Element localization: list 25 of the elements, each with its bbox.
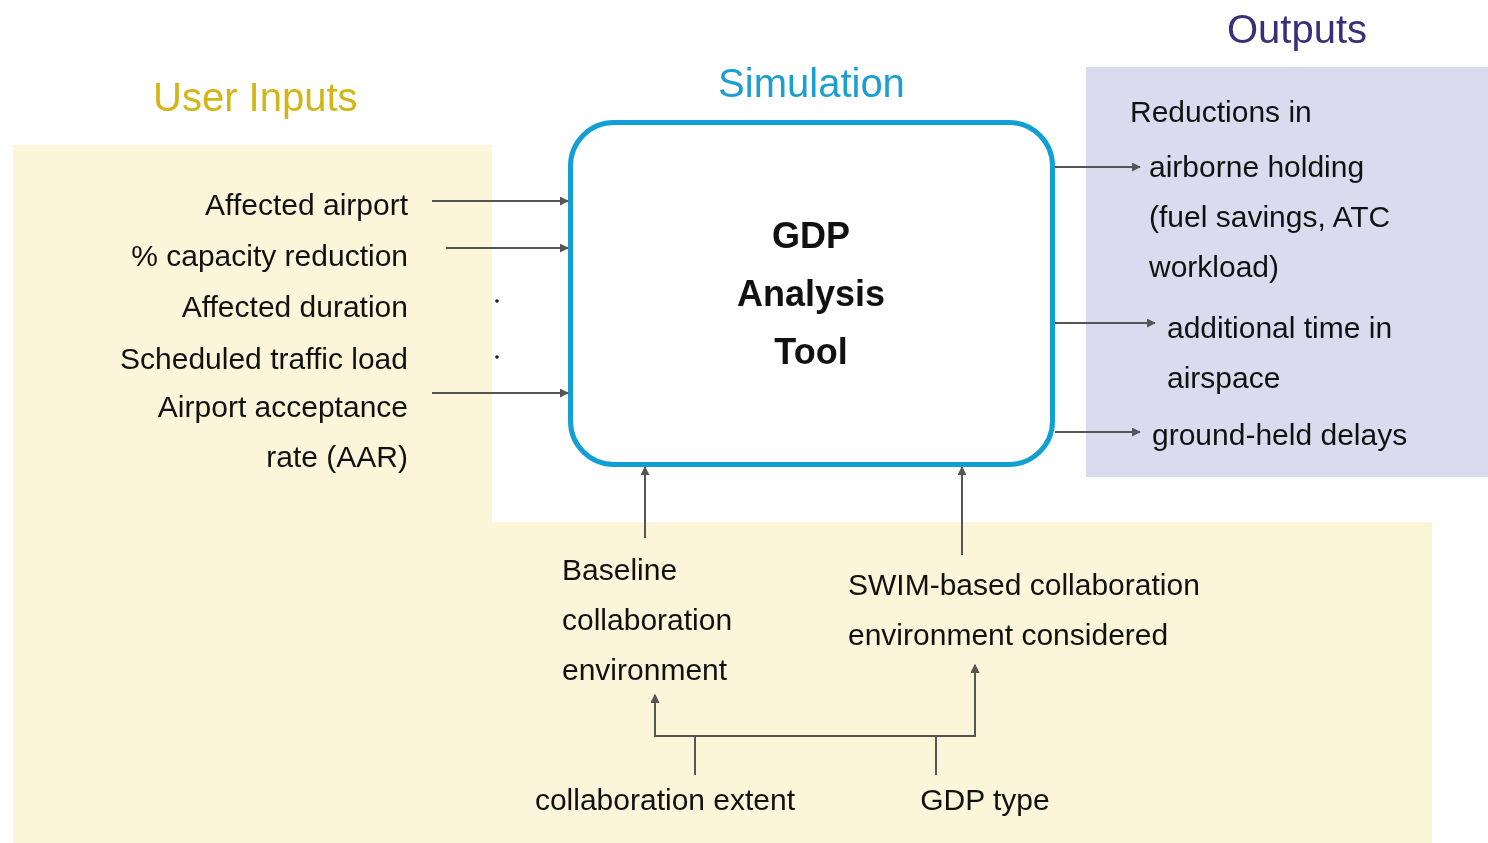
arrow [957,466,967,556]
arrow [1054,162,1141,172]
arrow [1054,318,1156,328]
input-label: collaboration extent [490,775,840,825]
arrow [640,466,650,539]
arrow [445,243,569,253]
section-heading: Simulation [717,60,906,107]
section-heading: User Inputs [153,74,358,121]
tool-title: GDP Analysis Tool [735,214,887,374]
input-label: Scheduled traffic load [20,334,432,378]
section-heading: Outputs [1225,6,1369,53]
arrow [431,196,569,206]
input-label: Airport acceptance rate (AAR) [100,382,432,482]
arrow [1054,427,1141,437]
input-label: % capacity reduction [20,231,446,275]
input-label: Affected duration [20,282,432,326]
output-label: ground-held delays [1140,410,1485,456]
output-heading: Reductions in [1130,94,1312,130]
arrow [431,388,569,398]
input-label: SWIM-based collaboration environment considered [843,555,1313,665]
input-label: GDP type [900,775,1070,825]
input-label: Affected airport [20,180,432,224]
arrow [935,664,980,776]
input-label: Baseline collaboration environment [555,538,795,695]
output-label: airborne holding (fuel savings, ATC workload) [1140,142,1430,298]
